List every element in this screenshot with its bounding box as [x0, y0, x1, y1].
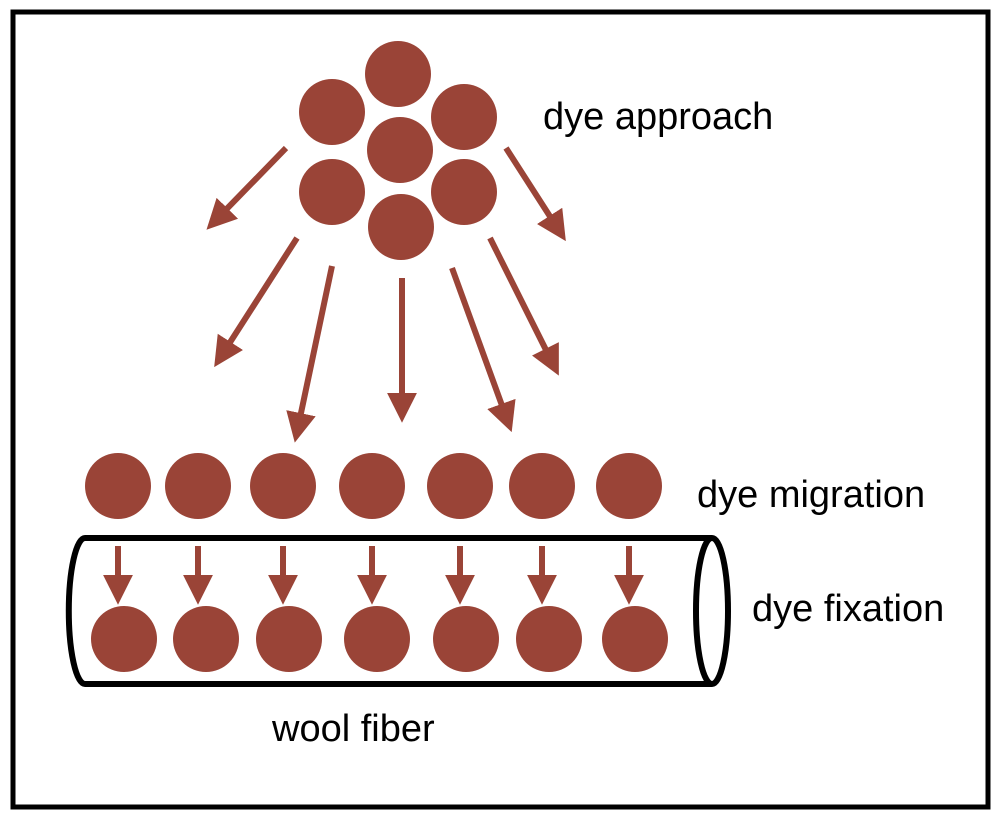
dye-particle: [250, 453, 316, 519]
dye-particle: [165, 453, 231, 519]
dye-particle: [427, 453, 493, 519]
migration-particles: [85, 453, 662, 519]
approach-arrow: [487, 236, 559, 376]
dye-particle: [299, 159, 365, 225]
frame-border: [10, 9, 991, 810]
label-dye-fixation: dye fixation: [752, 588, 944, 630]
approach-arrow: [206, 145, 289, 230]
dye-particle: [368, 194, 434, 260]
dye-particle: [85, 453, 151, 519]
dye-particle: [602, 606, 668, 672]
dye-particle: [344, 606, 410, 672]
dye-particle: [509, 453, 575, 519]
dye-particle: [365, 41, 431, 107]
approach-arrow: [449, 266, 516, 433]
dye-particle: [516, 606, 582, 672]
label-dye-approach: dye approach: [543, 96, 773, 138]
dye-particle: [431, 159, 497, 225]
approach-arrow: [503, 146, 566, 242]
dye-particle: [91, 606, 157, 672]
dye-particle: [173, 606, 239, 672]
approach-arrows: [206, 145, 566, 443]
dye-cluster: [299, 41, 497, 260]
label-wool-fiber: wool fiber: [271, 708, 435, 750]
dye-particle: [256, 606, 322, 672]
fiber-end-cap: [693, 535, 731, 687]
dye-particle: [433, 606, 499, 672]
dye-particle: [596, 453, 662, 519]
label-dye-migration: dye migration: [697, 474, 925, 516]
approach-arrow: [286, 265, 335, 443]
dye-particle: [299, 79, 365, 145]
fixation-particles: [91, 606, 668, 672]
dye-particle: [431, 84, 497, 150]
fixation-arrows: [103, 546, 644, 605]
approach-arrow: [214, 236, 300, 368]
dye-particle: [339, 453, 405, 519]
dye-particle: [367, 117, 433, 183]
